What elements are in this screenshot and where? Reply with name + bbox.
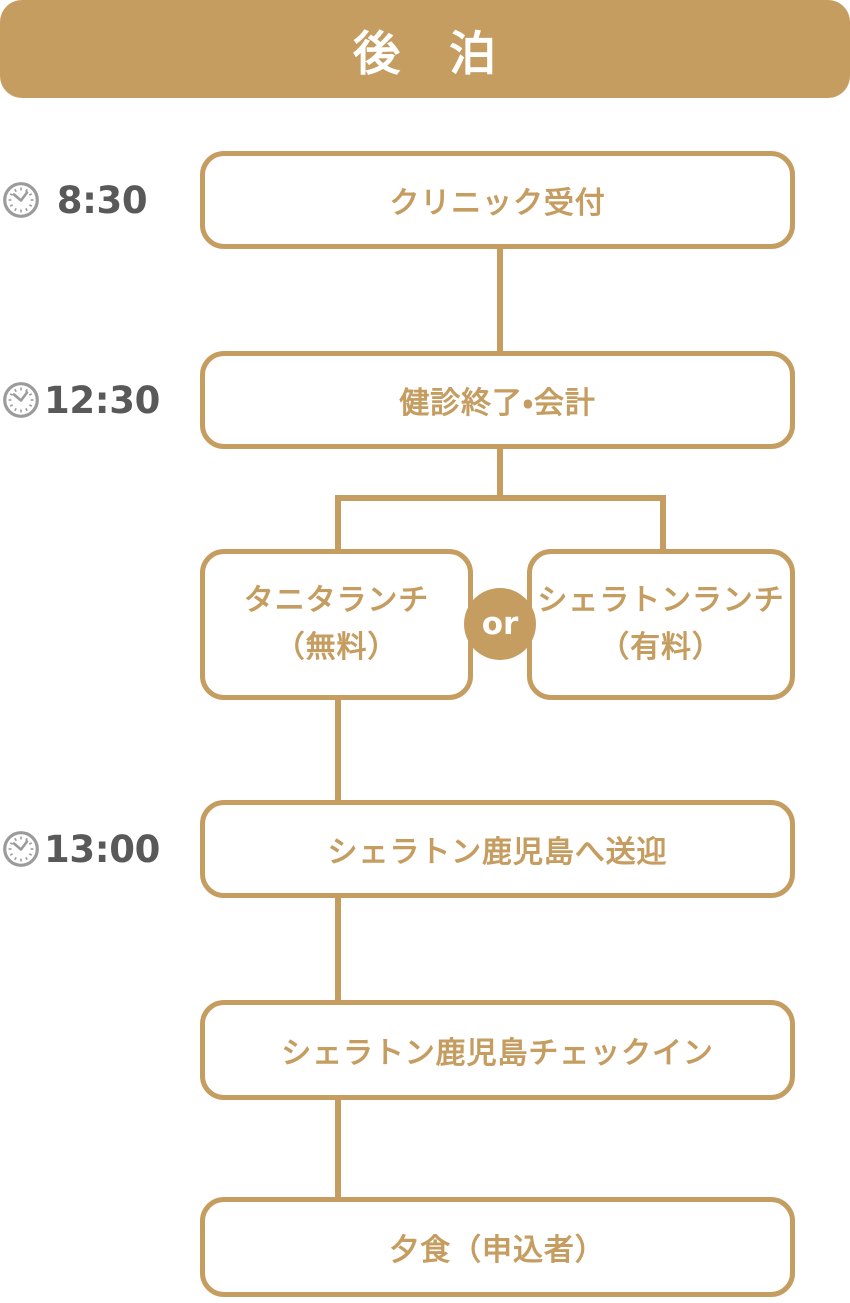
branch-note: （有料） <box>599 629 723 665</box>
step-box-dinner: 夕食（申込者） <box>200 1197 795 1297</box>
time-label-row: 12:30 <box>2 378 164 422</box>
connector-branch-bar <box>335 495 666 501</box>
connector-line <box>497 449 503 499</box>
step-box-clinic-reception: クリニック受付 <box>200 151 795 249</box>
connector-line <box>497 249 503 351</box>
connector-line <box>335 499 341 552</box>
step-box-transfer-to-sheraton: シェラトン鹿児島へ送迎 <box>200 800 795 898</box>
step-label: 夕食（申込者） <box>389 1233 606 1268</box>
time-label: 12:30 <box>44 378 160 422</box>
time-label: 13:00 <box>44 827 160 871</box>
connector-line <box>660 499 666 552</box>
clock-icon <box>3 831 39 867</box>
branch-note: （無料） <box>274 629 399 665</box>
or-label: or <box>481 606 519 642</box>
branch-label: シェラトンランチ <box>537 583 785 618</box>
or-badge: or <box>464 588 536 660</box>
time-label: 8:30 <box>56 178 148 222</box>
time-label-row: 13:00 <box>2 827 164 871</box>
connector-line <box>335 898 341 1002</box>
page-title: 後 泊 <box>353 26 497 82</box>
clock-icon <box>3 382 39 418</box>
branch-box-tanita-lunch: タニタランチ （無料） <box>200 549 473 700</box>
step-box-checkup-end-payment: 健診終了・会計 <box>200 351 795 449</box>
step-label: シェラトン鹿児島へ送迎 <box>327 835 668 870</box>
step-label: シェラトン鹿児島チェックイン <box>281 1036 714 1071</box>
page-title-banner: 後 泊 <box>0 0 850 98</box>
step-label: 健診終了・会計 <box>399 386 596 421</box>
connector-line <box>335 698 341 802</box>
connector-line <box>335 1100 341 1198</box>
clock-icon <box>3 182 39 218</box>
branch-box-sheraton-lunch: シェラトンランチ （有料） <box>527 549 795 700</box>
step-box-sheraton-checkin: シェラトン鹿児島チェックイン <box>200 1000 795 1100</box>
step-label: クリニック受付 <box>389 186 606 221</box>
time-label-row: 8:30 <box>2 178 164 222</box>
branch-label: タニタランチ <box>243 583 430 618</box>
